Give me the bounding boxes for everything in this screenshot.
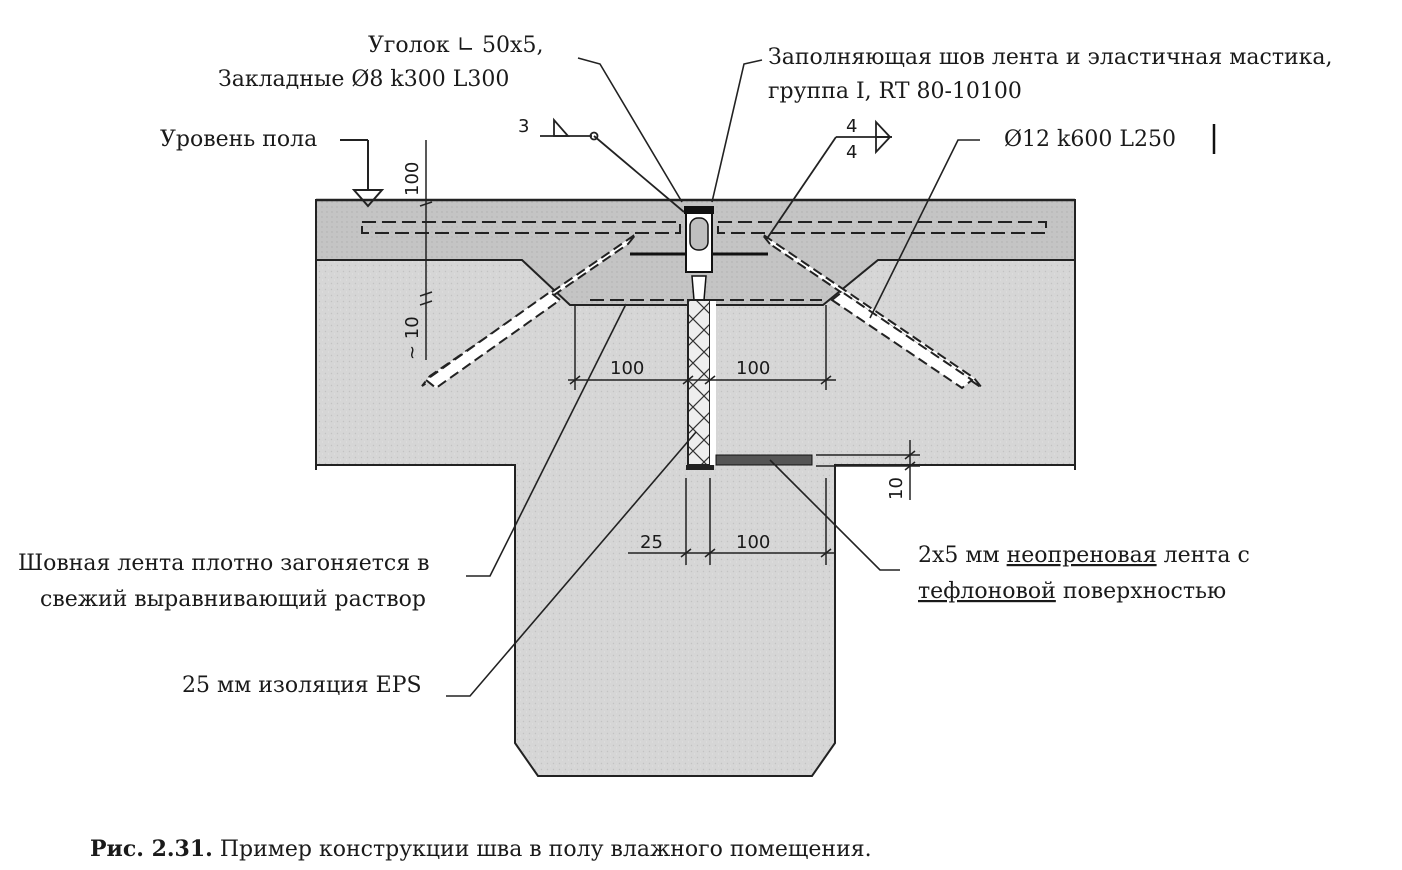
dim-25: 25 (640, 532, 663, 553)
joint-wedge (691, 275, 707, 301)
figure-caption: Рис. 2.31. Пример конструкции шва в полу… (90, 836, 872, 862)
top-rebar-right (717, 221, 1047, 234)
left-dimension-lines (419, 140, 433, 360)
label-neoprene-line1: 2x5 мм неопреновая лента с (918, 543, 1250, 568)
joint-gap (710, 300, 716, 465)
weld-symbol-right (765, 119, 893, 241)
right-dimension-lines (816, 440, 920, 500)
label-angle-line2: Закладные Ø8 k300 L300 (218, 67, 509, 92)
label-angle-line1: Уголок ∟ 50x5, (368, 33, 543, 58)
dim-10-right: 10 (886, 477, 907, 500)
haunch-dimension-lines (568, 305, 836, 390)
dim-100-bottom: 100 (736, 532, 770, 553)
label-eps: 25 мм изоляция EPS (182, 673, 422, 698)
neoprene-strip (715, 454, 813, 466)
label-filler-line1: Заполняющая шов лента и эластичная масти… (768, 45, 1333, 70)
dim-100-right: 100 (736, 358, 770, 379)
weld-number-right-bottom: 4 (846, 142, 857, 163)
label-filler-line2: группа I, RT 80-10100 (768, 79, 1022, 104)
diagonal-rebars (421, 233, 983, 390)
bottom-dimension-lines (628, 478, 836, 565)
joint-tape (689, 217, 709, 251)
joint-cap (684, 206, 714, 214)
dim-100-left: 100 (610, 358, 644, 379)
label-rebar: Ø12 k600 L250 (1004, 127, 1176, 152)
label-seam-tape-line1: Шовная лента плотно загоняется в (18, 551, 429, 576)
floor-level-mark (340, 139, 385, 208)
dim-100-vertical: 100 (402, 162, 423, 196)
label-seam-tape-line2: свежий выравнивающий раствор (40, 587, 426, 612)
dim-10-vertical: ~ 10 (402, 316, 423, 360)
joint-bottom-step (686, 465, 714, 470)
caption-text: Пример конструкции шва в полу влажного п… (212, 837, 872, 862)
caption-number: Рис. 2.31. (90, 836, 213, 862)
leader-lines (446, 57, 980, 697)
weld-number-left: 3 (518, 116, 529, 137)
label-floor-level: Уровень пола (160, 127, 317, 152)
label-neoprene-line2: тефлоновой поверхностью (918, 579, 1226, 604)
weld-symbol-left (540, 117, 685, 213)
top-rebar-left (361, 221, 681, 234)
weld-number-right-top: 4 (846, 116, 857, 137)
